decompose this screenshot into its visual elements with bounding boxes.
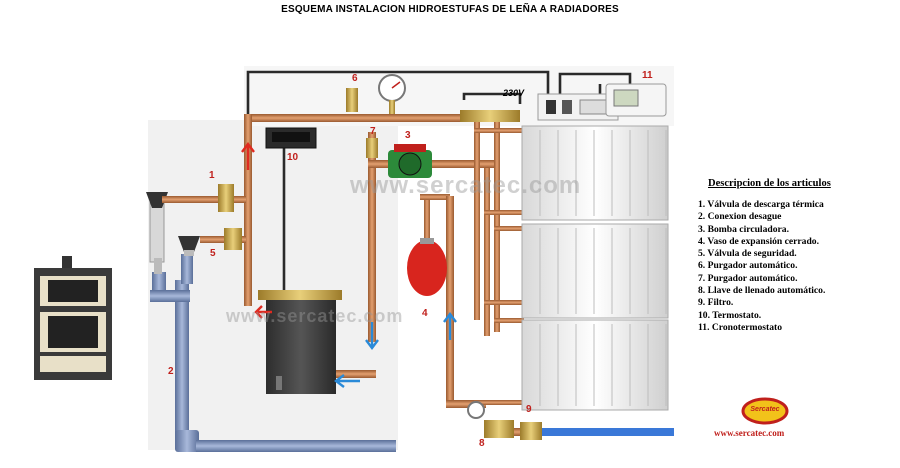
legend-heading: Descripcion de los articulos (708, 178, 831, 189)
expansion-vessel (407, 238, 447, 296)
callout-9: 9 (526, 404, 532, 415)
control-box (537, 93, 619, 121)
circulation-pump (388, 144, 432, 178)
copper-piping (162, 114, 524, 408)
supply-manifold (460, 110, 520, 122)
legend-item: 10. Termostato. (698, 309, 762, 321)
legend-panel: Descripcion de los articulos 1. Válvula … (698, 178, 898, 334)
callout-10: 10 (287, 152, 299, 163)
legend-item: 3. Bomba circuladora. (698, 223, 789, 235)
thermostat-10 (265, 127, 317, 149)
legend-item: 4. Vaso de expansión cerrado. (698, 235, 819, 247)
drain-pipe (150, 254, 396, 452)
radiator-fins (539, 130, 667, 406)
discharge-funnel-lower (178, 236, 200, 256)
boiler-body (258, 290, 342, 394)
safety-valve (224, 228, 242, 250)
legend-item: 1. Válvula de descarga térmica (698, 199, 824, 210)
callout-1: 1 (209, 170, 215, 181)
diagram-title: ESQUEMA INSTALACION HIDROESTUFAS DE LEÑA… (281, 4, 619, 15)
logo-text: Sercatec (750, 406, 780, 413)
flow-arrows (241, 142, 457, 388)
callout-4: 4 (422, 308, 428, 319)
callout-2: 2 (168, 366, 174, 377)
cold-water-inlet (540, 428, 674, 436)
wall-panel (148, 120, 398, 450)
radiator-top (521, 125, 669, 221)
legend-item: 2. Conexion desague (698, 211, 782, 223)
thermal-discharge-valve (218, 184, 234, 212)
legend-item: 5. Válvula de seguridad. (698, 248, 797, 260)
chronothermostat-11 (605, 83, 667, 117)
legend-item: 6. Purgador automático. (698, 260, 798, 272)
callout-7: 7 (370, 126, 376, 137)
legend-list: 1. Válvula de descarga térmica 2. Conexi… (698, 199, 898, 334)
air-vent-6 (346, 88, 358, 112)
wood-stove (34, 256, 112, 380)
filter (520, 422, 542, 440)
callout-6: 6 (352, 73, 358, 84)
callout-11: 11 (642, 70, 653, 81)
radiator-middle (521, 223, 669, 319)
callout-5: 5 (210, 248, 216, 259)
control-cables (246, 70, 632, 294)
watermark-bottom: www.sercatec.com (226, 306, 404, 326)
legend-item: 11. Cronotermostato (698, 321, 783, 333)
website-url: www.sercatec.com (714, 428, 785, 438)
watermark-top: www.sercatec.com (350, 172, 582, 199)
pressure-gauge (378, 74, 406, 114)
air-vent-7 (366, 138, 378, 158)
legend-item: 9. Filtro. (698, 297, 734, 309)
voltage-label: 230V (503, 88, 525, 98)
legend-item: 7. Purgador automático. (698, 272, 798, 284)
callout-3: 3 (405, 130, 411, 141)
radiator-bottom (521, 319, 669, 411)
logo-badge (741, 397, 789, 425)
legend-item: 8. Llave de llenado automático. (698, 285, 826, 297)
filling-valve (467, 401, 514, 438)
callout-8: 8 (479, 438, 485, 449)
